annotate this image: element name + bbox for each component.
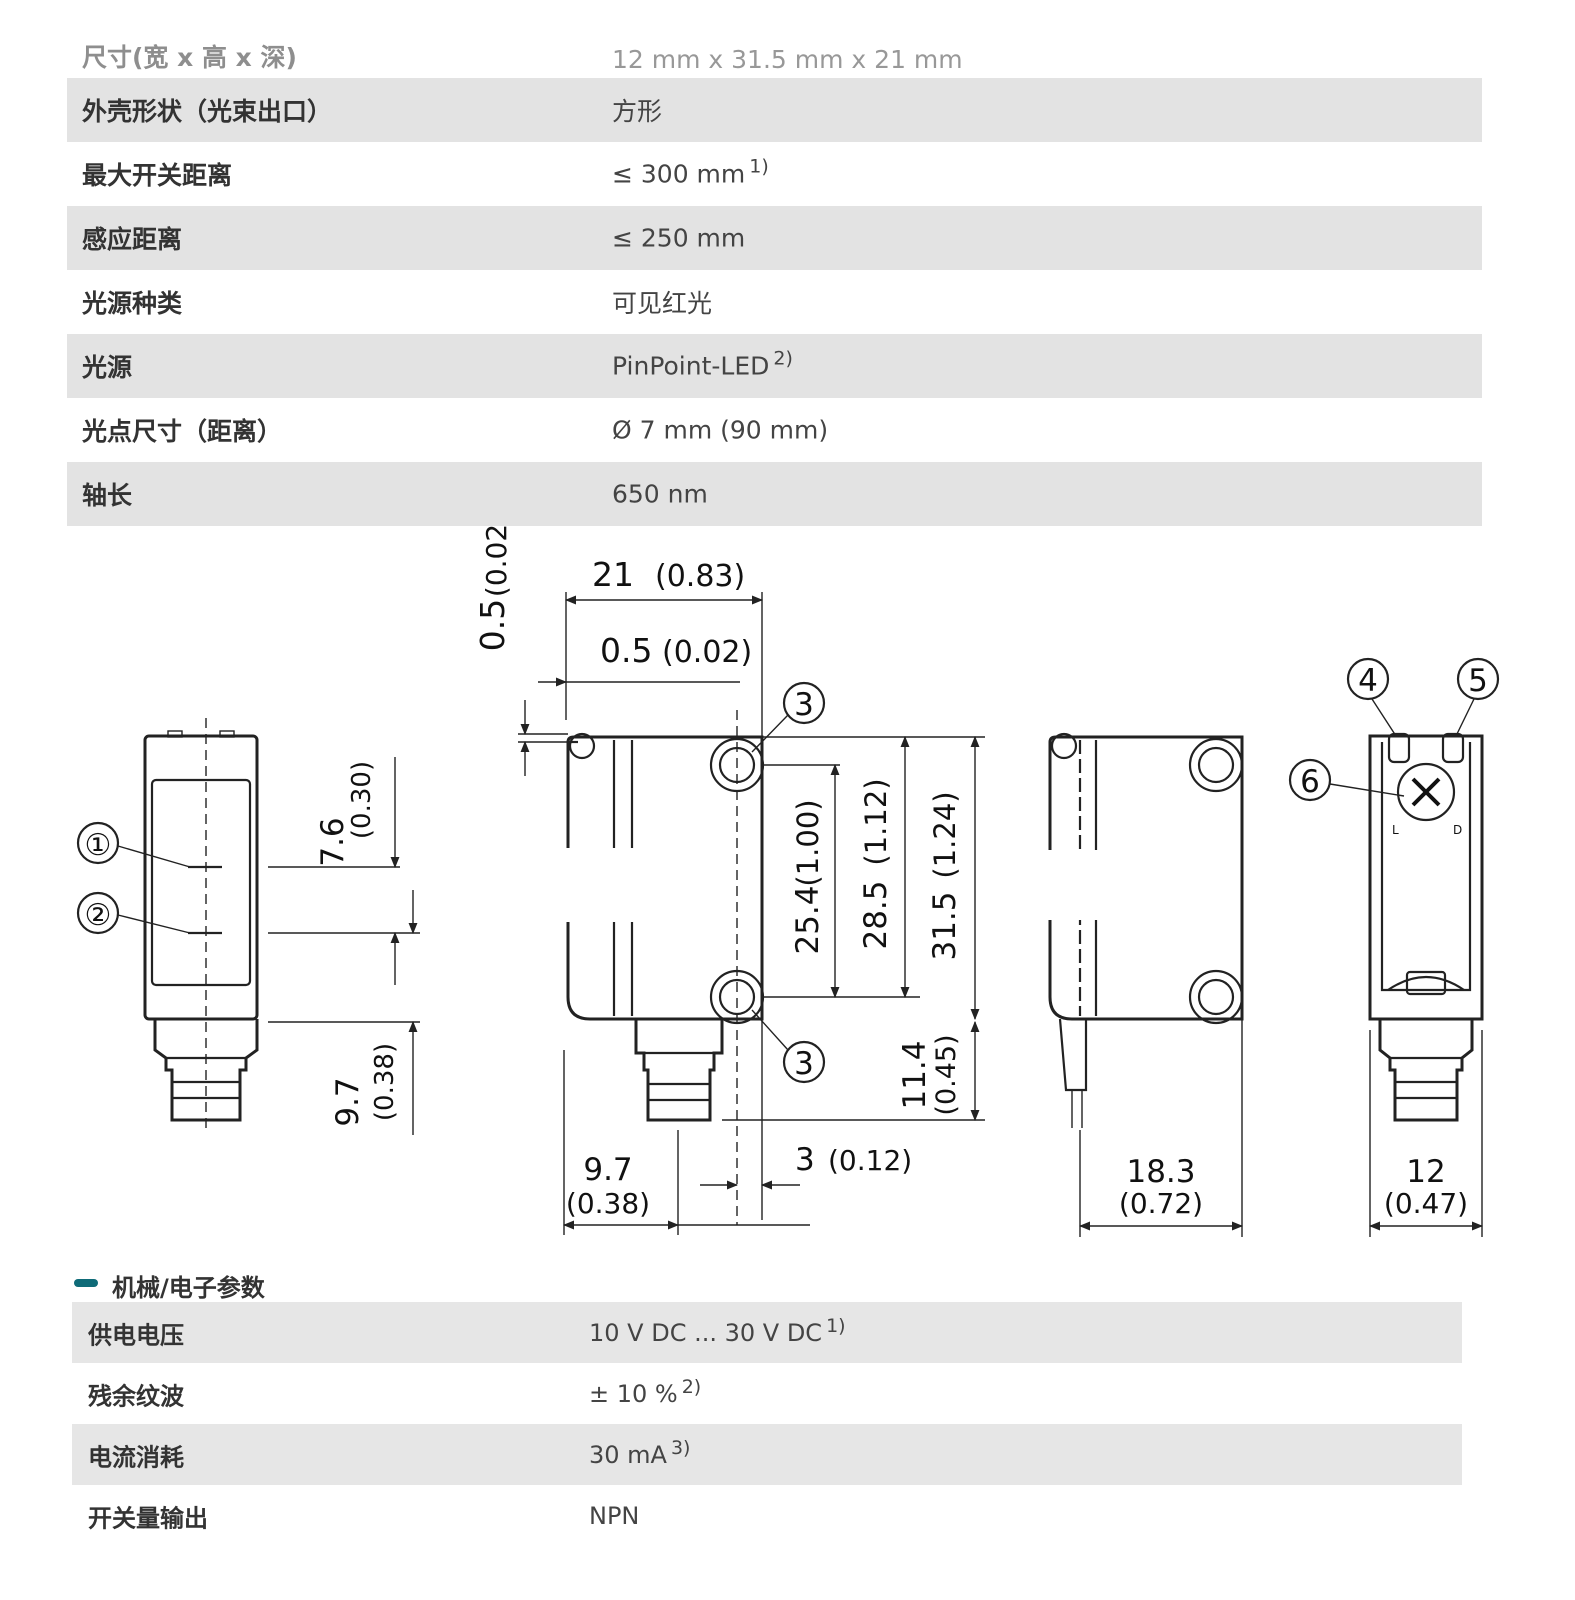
footnote-mark: 1) [749, 155, 769, 178]
dim-9-7-bottom: 9.7 [583, 1152, 632, 1188]
table-row: 轴长 650 nm [67, 462, 1482, 526]
cable-variant-view: 18.3 (0.72) [1046, 732, 1244, 1237]
dim-9-7-left: 9.7 [330, 1077, 366, 1126]
dim-28-5-inch: (1.12) [859, 778, 893, 865]
dim-31-5: 31.5 [927, 891, 963, 960]
callout-6: 6 [1300, 764, 1320, 800]
row-value: 方形 [612, 97, 663, 126]
dim-0-5-vertical-inch: (0.02) [480, 526, 513, 597]
row-label: 轴长 [82, 481, 133, 510]
callout-3-top: 3 [794, 687, 814, 723]
side-view: 21 (0.83) 0.5 (0.02) 0.5 (0.02) 25.4 (1.… [473, 526, 985, 1235]
dim-11-4: 11.4 [897, 1040, 933, 1109]
table-row: 光源种类 可见红光 [67, 270, 1482, 334]
callout-4: 4 [1358, 663, 1378, 699]
row-label: 电流消耗 [88, 1443, 184, 1471]
callout-5: 5 [1468, 663, 1488, 699]
row-label: 残余纹波 [88, 1382, 184, 1410]
footnote-mark: 1) [826, 1314, 846, 1337]
footnote-mark: 2) [773, 347, 793, 370]
row-value: 可见红光 [612, 289, 713, 318]
table-row: 外壳形状（光束出口） 方形 [67, 78, 1482, 142]
row-label: 开关量输出 [88, 1504, 208, 1532]
dim-31-5-inch: (1.24) [928, 791, 962, 878]
row-value: ± 10 %2) [589, 1375, 702, 1408]
section-bullet [74, 1279, 98, 1287]
dim-25-4: 25.4 [790, 885, 826, 954]
table-row: 残余纹波 ± 10 %2) [72, 1363, 1462, 1424]
footnote-mark: 2) [681, 1375, 702, 1398]
row-label: 感应距离 [82, 225, 183, 254]
dim-0-5-vertical: 0.5 [473, 599, 512, 651]
row-value: ≤ 250 mm [612, 223, 746, 253]
dim-9-7-left-inch: (0.38) [370, 1043, 400, 1121]
dim-21: 21 [592, 555, 634, 594]
dimension-drawing: ① ② 7.6 (0.30) 9.7 (0.38) [76, 526, 1500, 1237]
row-label: 供电电压 [88, 1321, 184, 1349]
callout-1: ① [85, 828, 112, 863]
footnote-mark: 3) [670, 1436, 691, 1459]
row-label: 光源 [82, 353, 133, 382]
dim-7-6-inch: (0.30) [347, 761, 377, 839]
table-row: 光点尺寸（距离） Ø 7 mm (90 mm) [67, 398, 1482, 462]
dim-11-4-inch: (0.45) [931, 1034, 962, 1115]
row-label: 光点尺寸（距离） [82, 417, 283, 446]
row-value: NPN [589, 1501, 640, 1530]
dim-3-inch: (0.12) [828, 1144, 912, 1177]
front-view: ① ② 7.6 (0.30) 9.7 (0.38) [76, 718, 420, 1135]
table-row: 感应距离 ≤ 250 mm [67, 206, 1482, 270]
row-label: 尺寸(宽 x 高 x 深) [82, 43, 297, 72]
callout-2: ② [85, 898, 112, 933]
table-row: 尺寸(宽 x 高 x 深) 12 mm x 31.5 mm x 21 mm [67, 14, 1482, 78]
dim-28-5: 28.5 [858, 880, 894, 949]
table-row: 开关量输出 NPN [72, 1485, 1462, 1546]
spec-table-optical: 尺寸(宽 x 高 x 深) 12 mm x 31.5 mm x 21 mm 外壳… [67, 14, 1482, 526]
rear-view: L D 4 5 6 12 (0.47) [1288, 657, 1500, 1237]
row-label: 最大开关距离 [82, 161, 233, 190]
pot-label-d: D [1453, 823, 1462, 837]
row-value: 12 mm x 31.5 mm x 21 mm [612, 45, 963, 74]
section-title: 机械/电子参数 [112, 1274, 265, 1302]
dim-9-7-bottom-inch: (0.38) [566, 1187, 650, 1220]
pot-label-l: L [1392, 823, 1399, 837]
dim-0-5-horizontal-inch: (0.02) [662, 635, 752, 670]
dim-25-4-inch: (1.00) [791, 799, 825, 886]
dim-0-5-horizontal: 0.5 [600, 631, 652, 670]
dim-12: 12 [1406, 1154, 1445, 1190]
dim-3: 3 [795, 1142, 815, 1178]
callout-3-bottom: 3 [794, 1046, 814, 1082]
dim-7-6: 7.6 [315, 817, 351, 866]
dim-21-inch: (0.83) [655, 559, 745, 594]
row-label: 外壳形状（光束出口） [82, 97, 333, 126]
row-value: Ø 7 mm (90 mm) [612, 415, 829, 445]
dim-12-inch: (0.47) [1384, 1187, 1468, 1220]
row-value: 650 nm [612, 479, 708, 509]
row-label: 光源种类 [82, 289, 183, 318]
dim-18-3: 18.3 [1126, 1154, 1195, 1190]
dim-18-3-inch: (0.72) [1119, 1187, 1203, 1220]
